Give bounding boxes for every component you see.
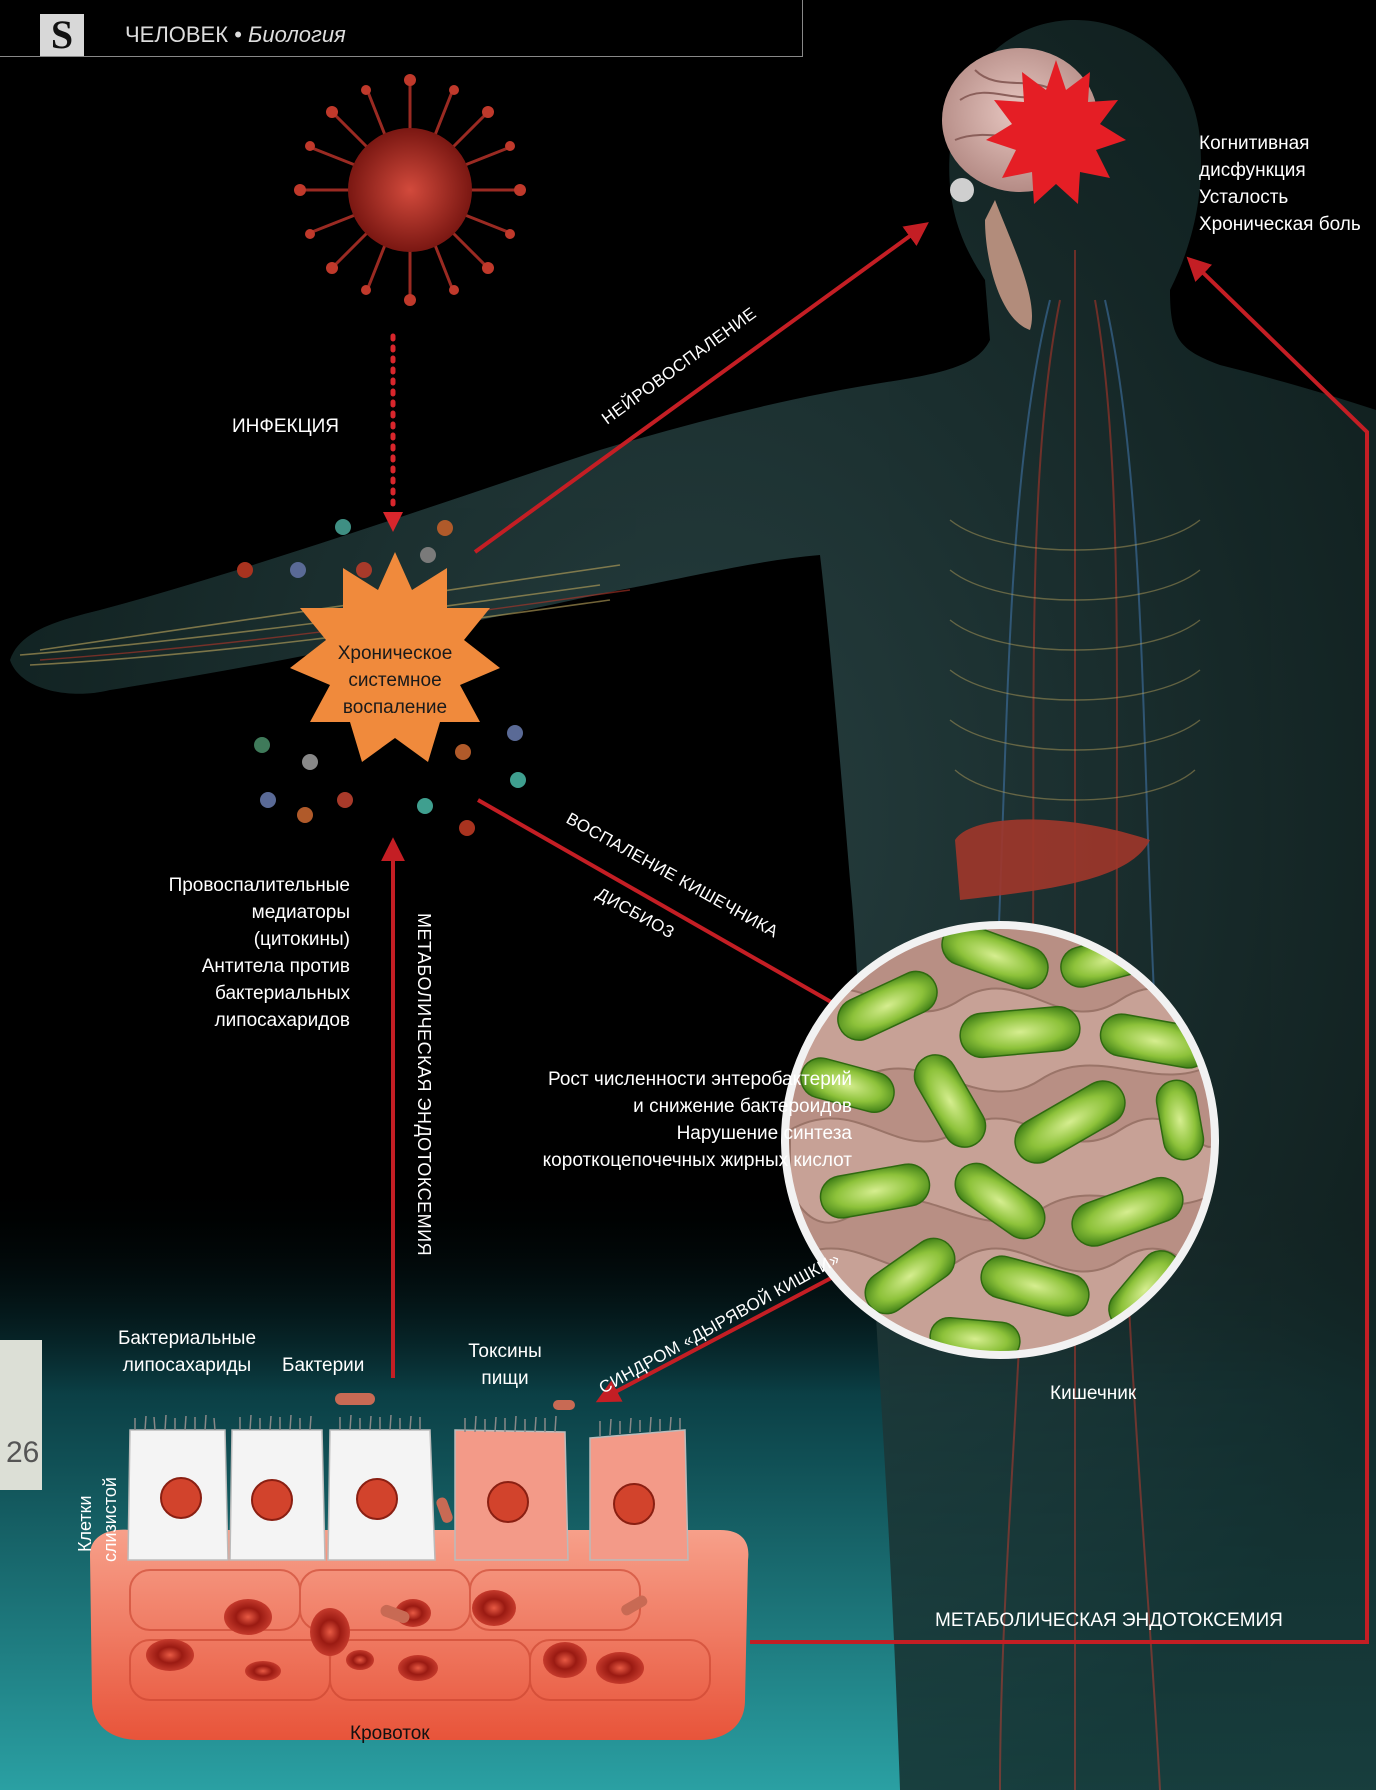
neuroinflammation-label: НЕЙРОВОСПАЛЕНИЕ bbox=[598, 303, 760, 428]
center-node-line2: системное bbox=[320, 667, 470, 694]
gut-inflammation-arrow bbox=[478, 800, 880, 1030]
bloodstream-label: Кровоток bbox=[350, 1720, 430, 1747]
center-node-line3: воспаление bbox=[320, 694, 470, 721]
brain-symptom: Хроническая боль bbox=[1199, 211, 1361, 238]
mediator-line: Провоспалительные bbox=[120, 872, 350, 899]
bacterial-lps-line1: Бактериальные bbox=[112, 1325, 262, 1352]
virus-illustration bbox=[294, 74, 526, 306]
food-toxins-line1: Токсины bbox=[465, 1338, 545, 1365]
header-section-title: ЧЕЛОВЕК • Биология bbox=[125, 22, 346, 48]
magazine-logo: S bbox=[40, 14, 84, 56]
bacterial-lps-line2: липосахариды bbox=[112, 1352, 262, 1379]
gut-effects-list: Рост численности энтеробактерий и снижен… bbox=[480, 1066, 852, 1174]
mucosa-label-line1: Клетки bbox=[75, 1495, 95, 1552]
gut-effect-line: короткоцепочечных жирных кислот bbox=[480, 1147, 852, 1174]
brain-symptom: Усталость bbox=[1199, 184, 1361, 211]
page-header bbox=[0, 0, 803, 57]
brain-symptoms-list: Когнитивная дисфункция Усталость Хрониче… bbox=[1199, 130, 1361, 238]
metabolic-endotoxemia-vertical-label: МЕТАБОЛИЧЕСКАЯ ЭНДОТОКСЕМИЯ bbox=[414, 913, 434, 1256]
header-section: ЧЕЛОВЕК bbox=[125, 22, 228, 47]
gut-effect-line: Нарушение синтеза bbox=[480, 1120, 852, 1147]
gut-effect-line: и снижение бактероидов bbox=[480, 1093, 852, 1120]
mediator-line: Антитела против bbox=[120, 953, 350, 980]
brain-symptom: Когнитивная bbox=[1199, 130, 1361, 157]
intestine-label: Кишечник bbox=[1050, 1380, 1136, 1407]
bacterial-lps-label: Бактериальные липосахариды bbox=[112, 1325, 262, 1379]
gut-wall-illustration bbox=[90, 1393, 748, 1740]
mediator-line: медиаторы bbox=[120, 899, 350, 926]
center-node-line1: Хроническое bbox=[320, 640, 470, 667]
header-bullet: • bbox=[234, 22, 242, 47]
mediator-line: бактериальных bbox=[120, 980, 350, 1007]
bacteria-label: Бактерии bbox=[282, 1352, 364, 1379]
mucosa-label-line2: слизистой bbox=[100, 1477, 120, 1562]
infection-label: ИНФЕКЦИЯ bbox=[232, 413, 339, 440]
dysbiosis-label: ДИСБИОЗ bbox=[593, 884, 678, 942]
page-number: 26 bbox=[6, 1436, 39, 1470]
center-node-label: Хроническое системное воспаление bbox=[320, 640, 470, 721]
food-toxins-line2: пищи bbox=[465, 1365, 545, 1392]
food-toxins-label: Токсины пищи bbox=[465, 1338, 545, 1392]
mediator-line: (цитокины) bbox=[120, 926, 350, 953]
brain-symptom: дисфункция bbox=[1199, 157, 1361, 184]
mediators-list: Провоспалительные медиаторы (цитокины) А… bbox=[120, 872, 350, 1034]
gut-effect-line: Рост численности энтеробактерий bbox=[480, 1066, 852, 1093]
header-subsection: Биология bbox=[248, 22, 346, 47]
metabolic-endotoxemia-bottom-label: МЕТАБОЛИЧЕСКАЯ ЭНДОТОКСЕМИЯ bbox=[935, 1607, 1283, 1634]
mediator-line: липосахаридов bbox=[120, 1007, 350, 1034]
